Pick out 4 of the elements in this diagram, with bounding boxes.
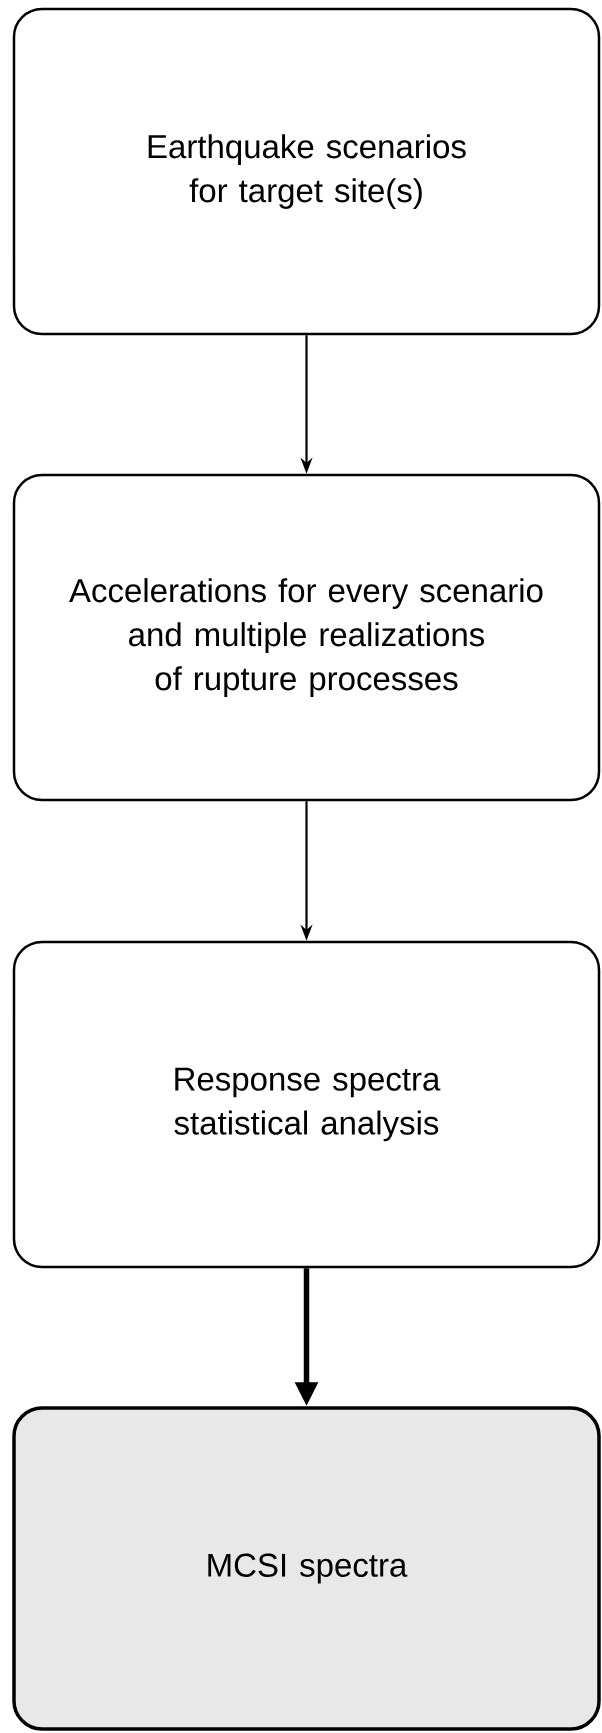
process-box: Response spectra statistical analysis [12, 940, 601, 1269]
process-box: Accelerations for every scenario and multiple realizations of rupture processes [12, 473, 601, 802]
result-box: MCSI spectra [12, 1406, 601, 1731]
process-box: Earthquake scenarios for target site(s) [12, 7, 601, 336]
